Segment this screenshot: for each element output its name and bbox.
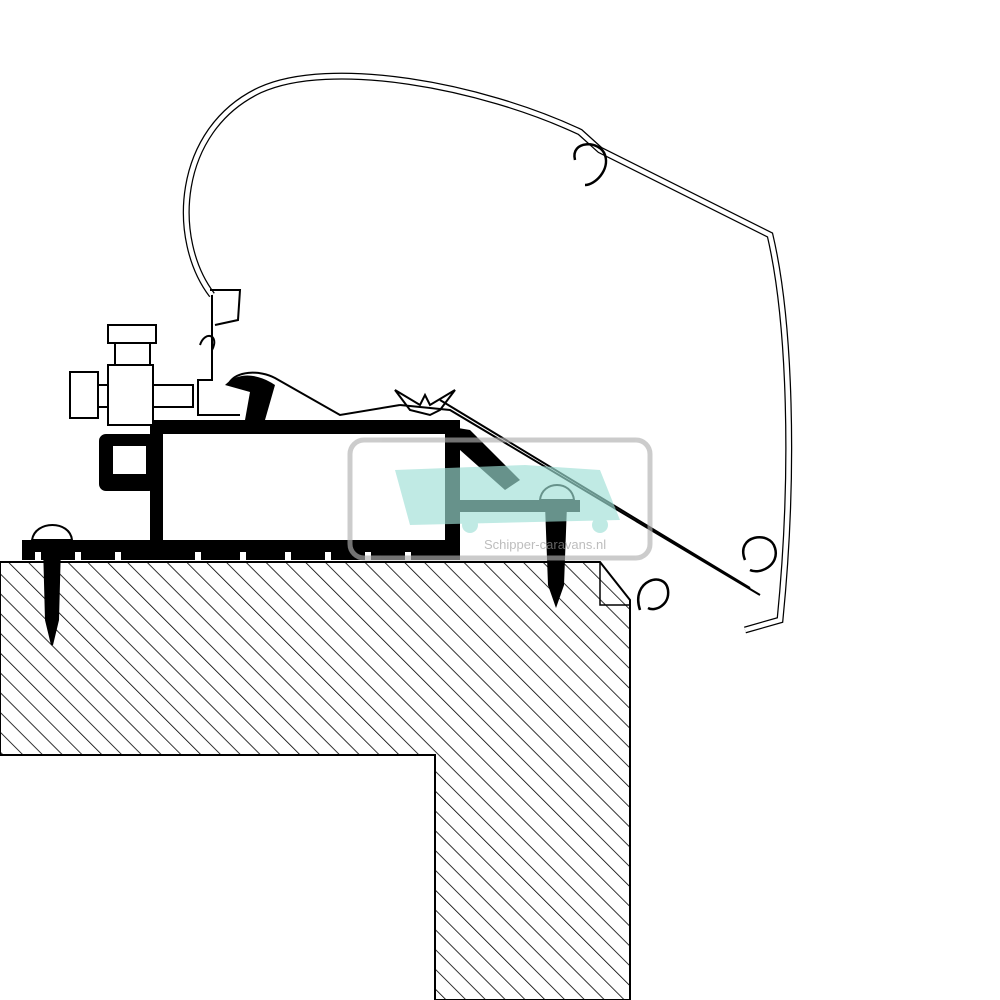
camper-van-icon <box>395 465 620 533</box>
cassette-hook-bottom <box>741 536 778 573</box>
watermark-logo: Schipper-caravans.nl <box>347 437 653 561</box>
clamp-bolt-assembly <box>69 324 194 491</box>
cassette-hook-top <box>573 143 608 187</box>
awning-cassette-profile <box>182 72 793 634</box>
cassette-hook-lower <box>637 578 670 611</box>
watermark-text: Schipper-caravans.nl <box>484 537 606 552</box>
star-clip <box>394 389 456 417</box>
vehicle-wall-section <box>0 561 631 1000</box>
wall-corner-trim <box>599 562 630 606</box>
screw-left <box>30 524 74 646</box>
